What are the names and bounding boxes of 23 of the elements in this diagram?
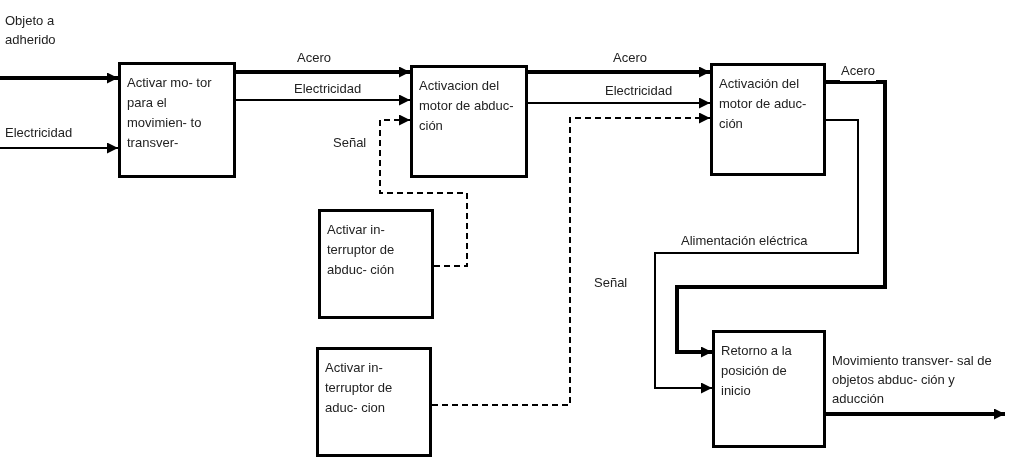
arrow (654, 119, 859, 394)
box-text: Activar mo- tor para el movimien- to transver- (127, 74, 213, 153)
box-text: Activar in- terruptor de aduc- cion (325, 359, 394, 418)
box-text: Retorno a la posición de inicio (721, 342, 793, 401)
box-text: Activar in- terruptor de abduc- ción (327, 221, 396, 280)
box-text: Activación del motor de aduc- ción (719, 75, 808, 134)
process-box (712, 330, 826, 448)
process-box (118, 62, 236, 178)
process-box (410, 65, 528, 178)
arrow (675, 80, 887, 358)
process-box (316, 347, 432, 457)
arrow (235, 94, 411, 106)
arrow (826, 408, 1005, 420)
process-box (318, 209, 434, 319)
arrow (528, 66, 710, 78)
box-text: Activacion del motor de abduc- ción (419, 77, 515, 136)
arrow (236, 66, 410, 78)
arrow (379, 114, 468, 267)
arrow (431, 112, 711, 406)
arrow (527, 97, 711, 109)
arrow (0, 142, 119, 154)
arrow (0, 72, 118, 84)
process-box (710, 63, 826, 176)
